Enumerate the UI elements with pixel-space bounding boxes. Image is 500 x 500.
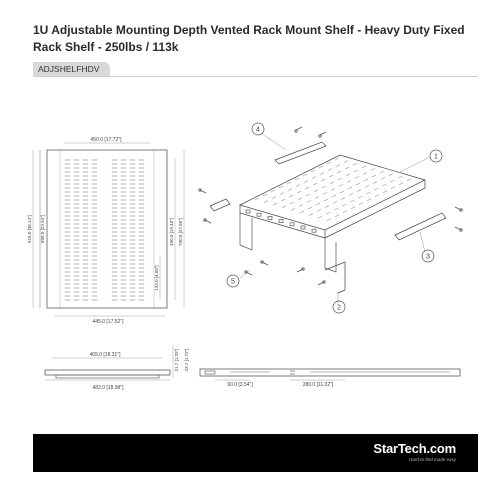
startech-logo: StarTech.com: [373, 441, 456, 456]
dim-top-width: 450.0 [17.72"]: [91, 137, 123, 143]
callout-5: 5: [231, 279, 235, 286]
brand-footer: StarTech.com Hard-to-find made easy: [33, 434, 478, 472]
callout-3: 3: [426, 254, 430, 261]
front-view: 465.0 [18.31"] 482.0 [18.98"] 31.7 [1.25…: [44, 345, 189, 391]
dim-bottom-width: 445.0 [17.52"]: [93, 319, 125, 325]
dim-front-height-b: 43.7 [1.72"]: [184, 349, 189, 372]
dim-side-total: 918.0 [36.14"]: [27, 215, 32, 243]
dim-small-height: 133.0 [4.60"]: [154, 265, 159, 290]
shelf-vent-slots: [254, 157, 412, 222]
callout-2: 2: [337, 305, 341, 312]
callout-4: 4: [256, 127, 260, 134]
dim-right-inner: 490.0 [19.49"]: [169, 218, 174, 246]
dim-front-height-a: 31.7 [1.25"]: [174, 349, 179, 372]
dim-right-outer: 700.0 [27.56"]: [178, 218, 183, 246]
exploded-view: 4 1 3 2 5: [198, 122, 463, 314]
screws: [198, 126, 463, 286]
header-divider: [33, 76, 478, 77]
dim-front-width-upper: 465.0 [18.31"]: [90, 352, 122, 358]
front-lip-slots: [245, 209, 317, 233]
dim-rail-long: 280.0 [11.02"]: [303, 382, 334, 388]
callout-1: 1: [434, 154, 438, 161]
rail-view: 90.0 [3.54"] 280.0 [11.02"]: [199, 368, 461, 388]
dim-front-width-lower: 482.0 [18.98"]: [93, 385, 125, 391]
top-view: 450.0 [17.72"] 918.0 [36.14"] 608.0 [23.…: [27, 137, 185, 325]
sku-tab: ADJSHELFHDV: [33, 62, 110, 76]
dim-side-inner: 608.0 [23.94"]: [40, 215, 45, 243]
product-title: 1U Adjustable Mounting Depth Vented Rack…: [33, 23, 465, 54]
vent-slots-right: [111, 159, 145, 301]
brand-tagline: Hard-to-find made easy: [408, 457, 456, 462]
vent-slots-left: [64, 159, 98, 301]
dim-rail-short: 90.0 [3.54"]: [227, 382, 253, 388]
